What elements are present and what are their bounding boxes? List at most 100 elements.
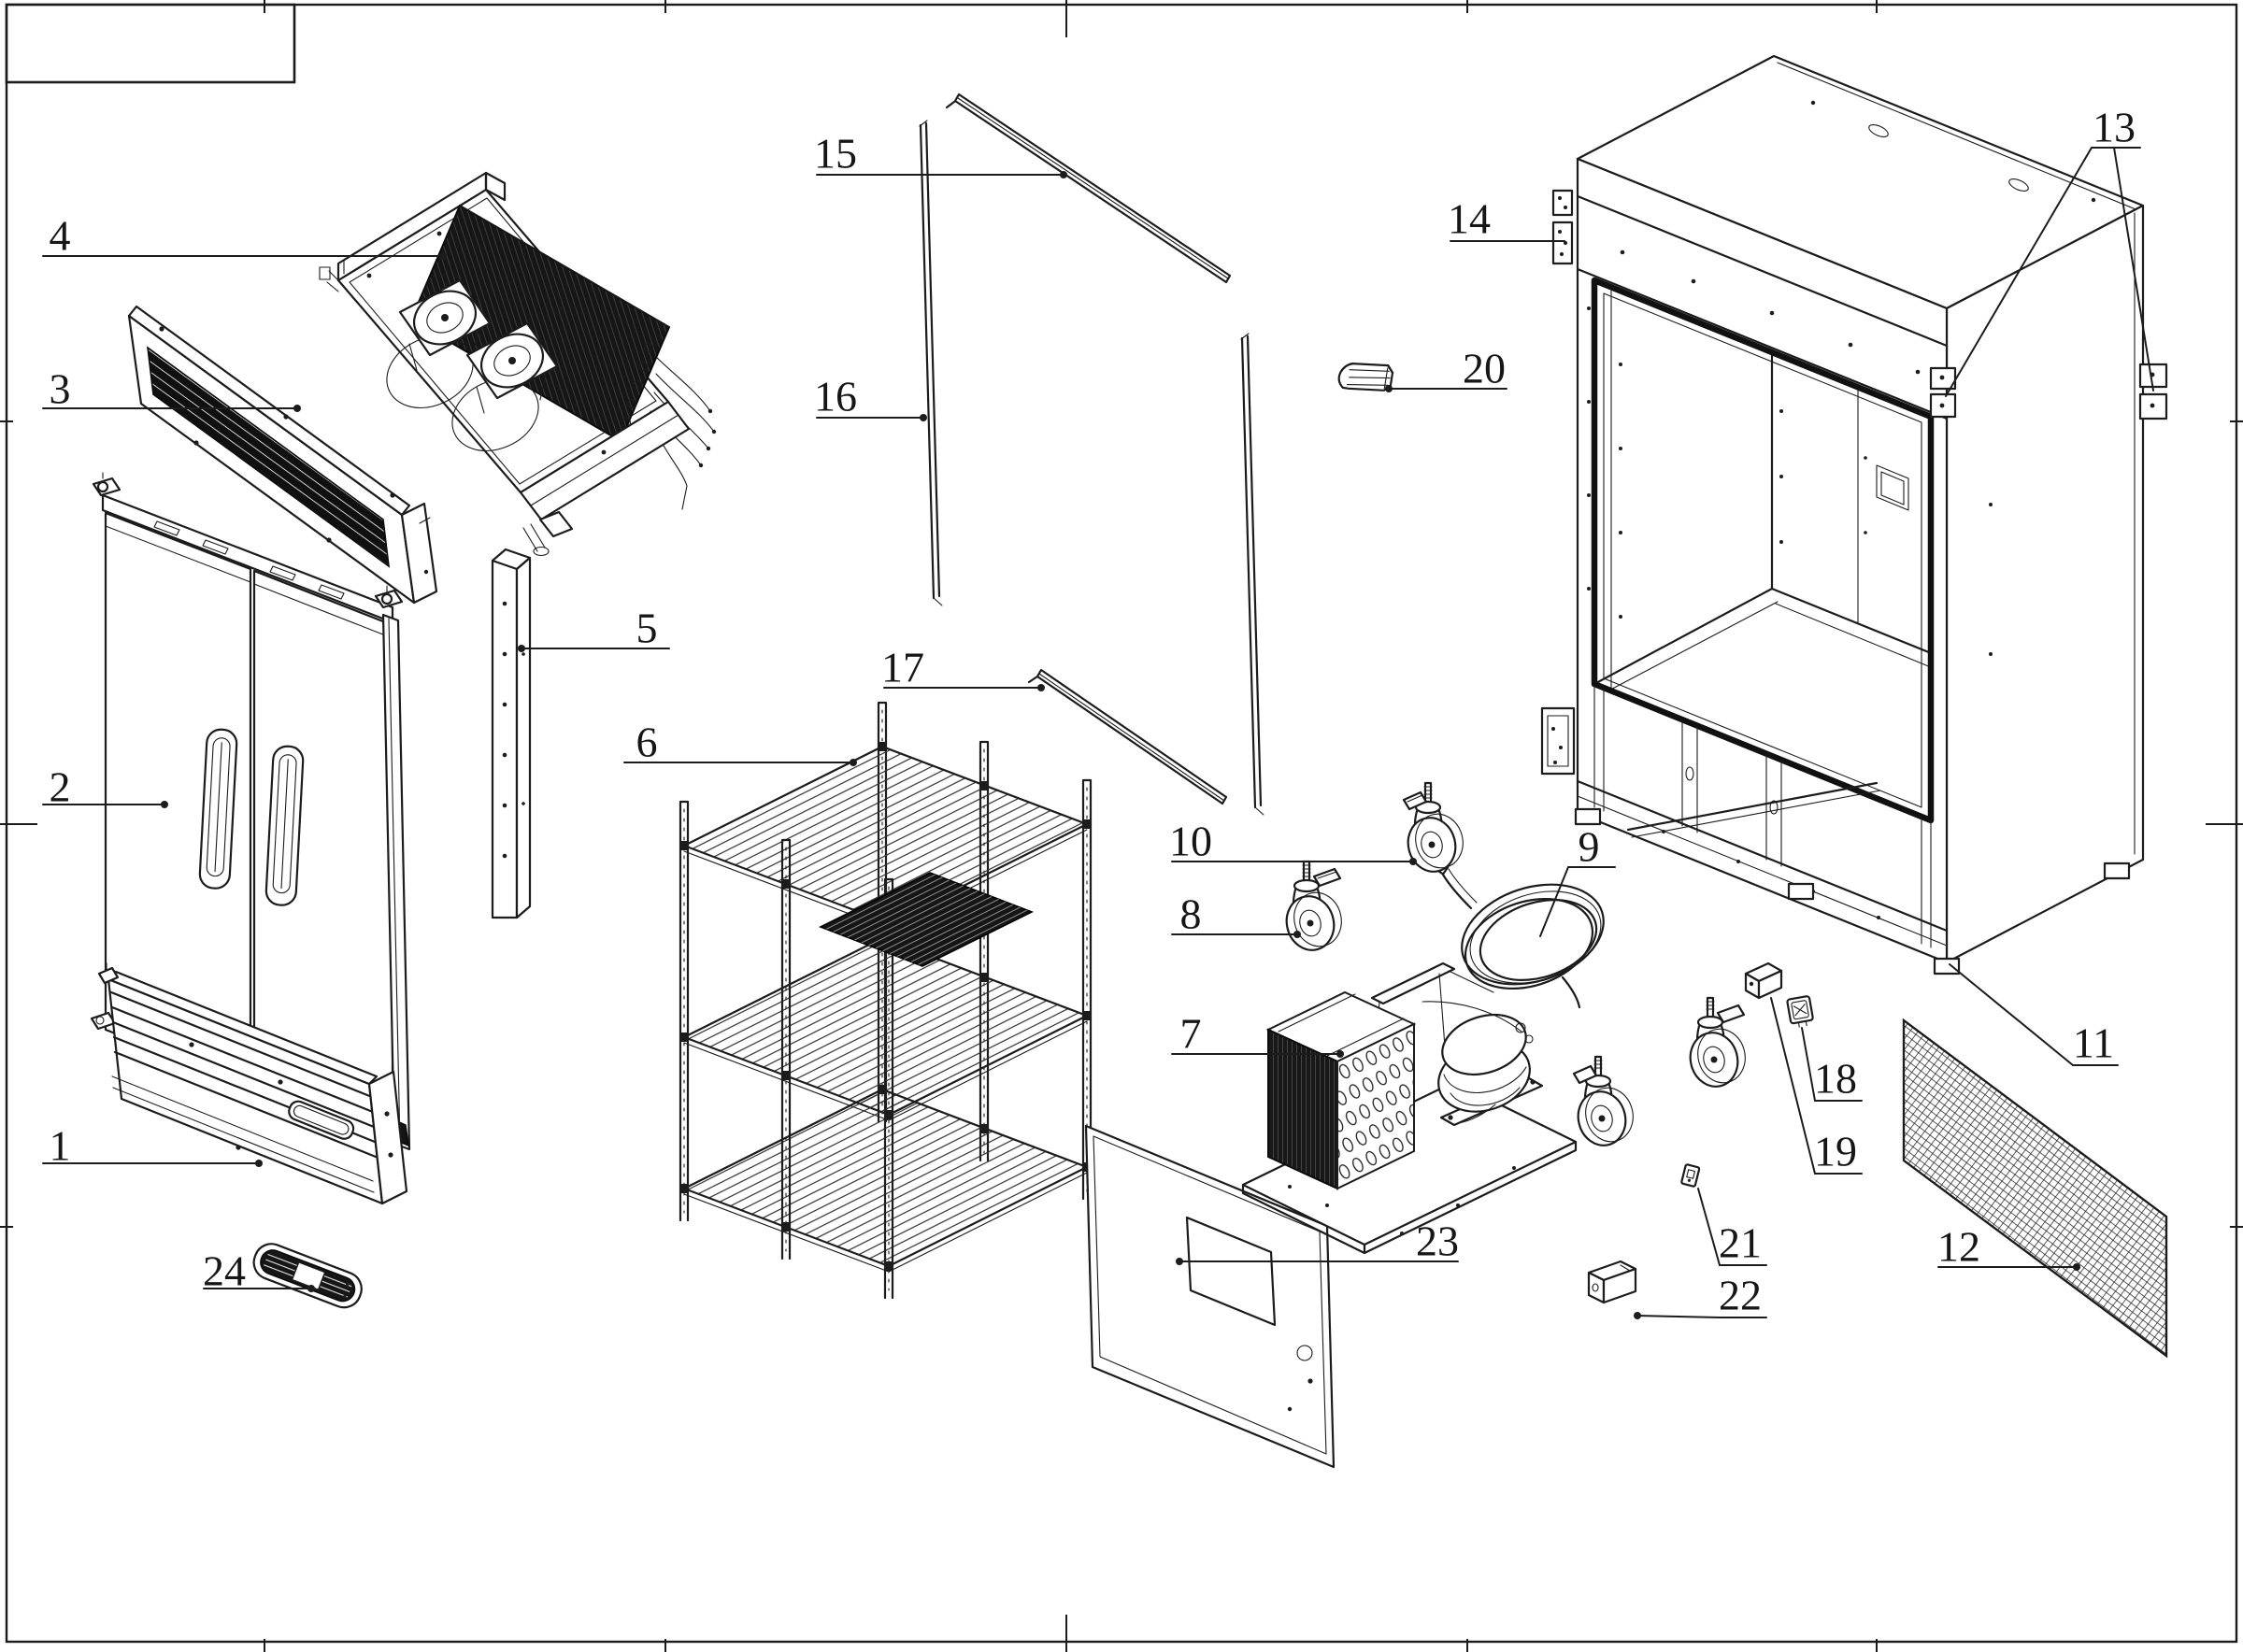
part-number-label: 15: [814, 129, 857, 177]
leader-dot: [1060, 171, 1067, 178]
panel-hinge-tab: [97, 962, 120, 985]
leader-dot: [1336, 1050, 1344, 1058]
leader-dot: [1037, 684, 1045, 691]
part-number-label: 17: [881, 643, 924, 691]
part-22-junction-box: [1587, 1260, 1637, 1304]
leader-line: [2113, 147, 2154, 392]
callout-8-caster-with-brake: 8: [1171, 890, 1301, 938]
door-hinge-top-right: [374, 585, 404, 609]
part-14-hinge-bracket: [1551, 189, 1574, 265]
condenser-coil: [1265, 990, 1417, 1190]
part-3-upper-louver-panel: [127, 305, 438, 605]
leader-line: [1539, 866, 1569, 937]
leader-dot: [293, 405, 301, 412]
part-number-label: 2: [50, 762, 71, 810]
part-7-condensing-unit: [1241, 961, 1578, 1255]
caster-rear-right: [1689, 996, 1746, 1088]
part-number-label: 10: [1169, 817, 1212, 864]
leader-dot: [1293, 931, 1301, 938]
leader-dot: [850, 759, 857, 766]
leader-dot: [2073, 1263, 2080, 1271]
part-number-label: 23: [1416, 1217, 1459, 1264]
part-number-label: 6: [636, 718, 658, 765]
part-9-refrigerant-coil: [1433, 860, 1605, 1009]
part-15-trim-strip: [945, 93, 1232, 284]
callout-16-trim-strip-vertical: 16: [814, 372, 927, 421]
part-13-hinge-back: [2138, 363, 2168, 420]
part-number-label: 9: [1579, 822, 1600, 870]
door-hinge-top-left: [92, 472, 121, 497]
panel-handle-recess: [288, 1100, 355, 1140]
callout-5-door-mullion: 5: [518, 604, 670, 652]
callout-12-condenser-mesh-screen: 12: [1937, 1222, 2080, 1271]
part-number-label: 19: [1814, 1127, 1857, 1175]
part-number-label: 5: [636, 604, 658, 651]
part-4-evaporator-assembly: [319, 171, 717, 557]
part-12-mesh-screen: [1902, 1018, 2168, 1359]
part-number-label: 20: [1463, 344, 1506, 392]
part-number-label: 4: [50, 211, 71, 259]
part-16b-trim-strip: [1240, 333, 1264, 816]
callout-3-upper-louver-grille-panel: 3: [42, 364, 301, 412]
part-10-swivel-caster: [1402, 781, 1464, 873]
part-number-label: 3: [50, 364, 71, 412]
door-handle-right: [264, 745, 305, 906]
part-number-label: 7: [1180, 1009, 1202, 1057]
leader-dot: [307, 1285, 315, 1292]
leader-line: [1636, 1315, 1721, 1318]
callout-18-rocker-switch: 18: [1801, 1027, 1863, 1102]
part-number-label: 8: [1180, 890, 1202, 937]
part-18-rocker-switch: [1786, 995, 1814, 1028]
part-number-label: 13: [2093, 103, 2136, 150]
part-5-mullion: [491, 548, 532, 919]
leader-dot: [1409, 858, 1417, 865]
part-11-cabinet-body: [1540, 54, 2168, 976]
leader-dot: [920, 414, 927, 421]
callout-14-door-hinge-left: 14: [1448, 194, 1565, 242]
leader-line: [1801, 1027, 1816, 1102]
part-number-label: 1: [50, 1121, 71, 1169]
part-19-relay-box: [1744, 961, 1783, 1000]
callout-15-trim-strip-diagonal-top: 15: [814, 129, 1067, 178]
part-1-lower-louver-panel: [97, 962, 408, 1205]
part-6-wire-shelf-rack: [679, 701, 1093, 1300]
callout-4-evaporator-assembly: 4: [42, 211, 447, 260]
callout-10-swivel-caster: 10: [1169, 817, 1417, 865]
part-17-trim-strip: [1027, 668, 1228, 805]
part-23-rear-access-panel: [1084, 1124, 1336, 1469]
lower-left-bracket: [1540, 706, 1576, 776]
part-number-label: 11: [2073, 1018, 2114, 1066]
part-number-label: 22: [1719, 1271, 1762, 1318]
callout-24-vent-grille: 24: [203, 1246, 315, 1294]
part-24-vent-grille: [252, 1243, 363, 1309]
part-number-label: 24: [203, 1246, 246, 1294]
leader-dot: [518, 645, 525, 652]
callout-6-wire-shelf-rack: 6: [623, 718, 857, 766]
leader-line: [1945, 147, 2093, 397]
title-block: [5, 3, 296, 84]
compressor: [1422, 1001, 1544, 1127]
compressor-compartment: [1576, 683, 1949, 948]
part-number-label: 21: [1719, 1218, 1762, 1266]
part-number-label: 14: [1448, 194, 1491, 242]
callout-13-door-hinge-right: 13: [1945, 103, 2154, 397]
callout-7-condensing-unit: 7: [1171, 1009, 1344, 1058]
shelf-dark-insert: [819, 872, 1034, 967]
leader-dot: [1176, 1258, 1183, 1265]
leader-line: [1770, 997, 1816, 1175]
leader-line: [1949, 963, 2074, 1066]
evaporator-fan-2: [451, 321, 559, 451]
part-21-clip-fastener: [1680, 1163, 1701, 1188]
leader-dot: [255, 1160, 263, 1167]
callout-21-clip-fastener: 21: [1697, 1188, 1767, 1266]
caster-rear-left: [1572, 1055, 1634, 1146]
callout-2-door-pair: 2: [42, 762, 168, 810]
leader-dot: [1634, 1312, 1641, 1319]
callout-19-relay-box: 19: [1770, 997, 1863, 1175]
callout-22-junction-box: 22: [1634, 1271, 1767, 1319]
part-number-label: 16: [814, 372, 857, 420]
